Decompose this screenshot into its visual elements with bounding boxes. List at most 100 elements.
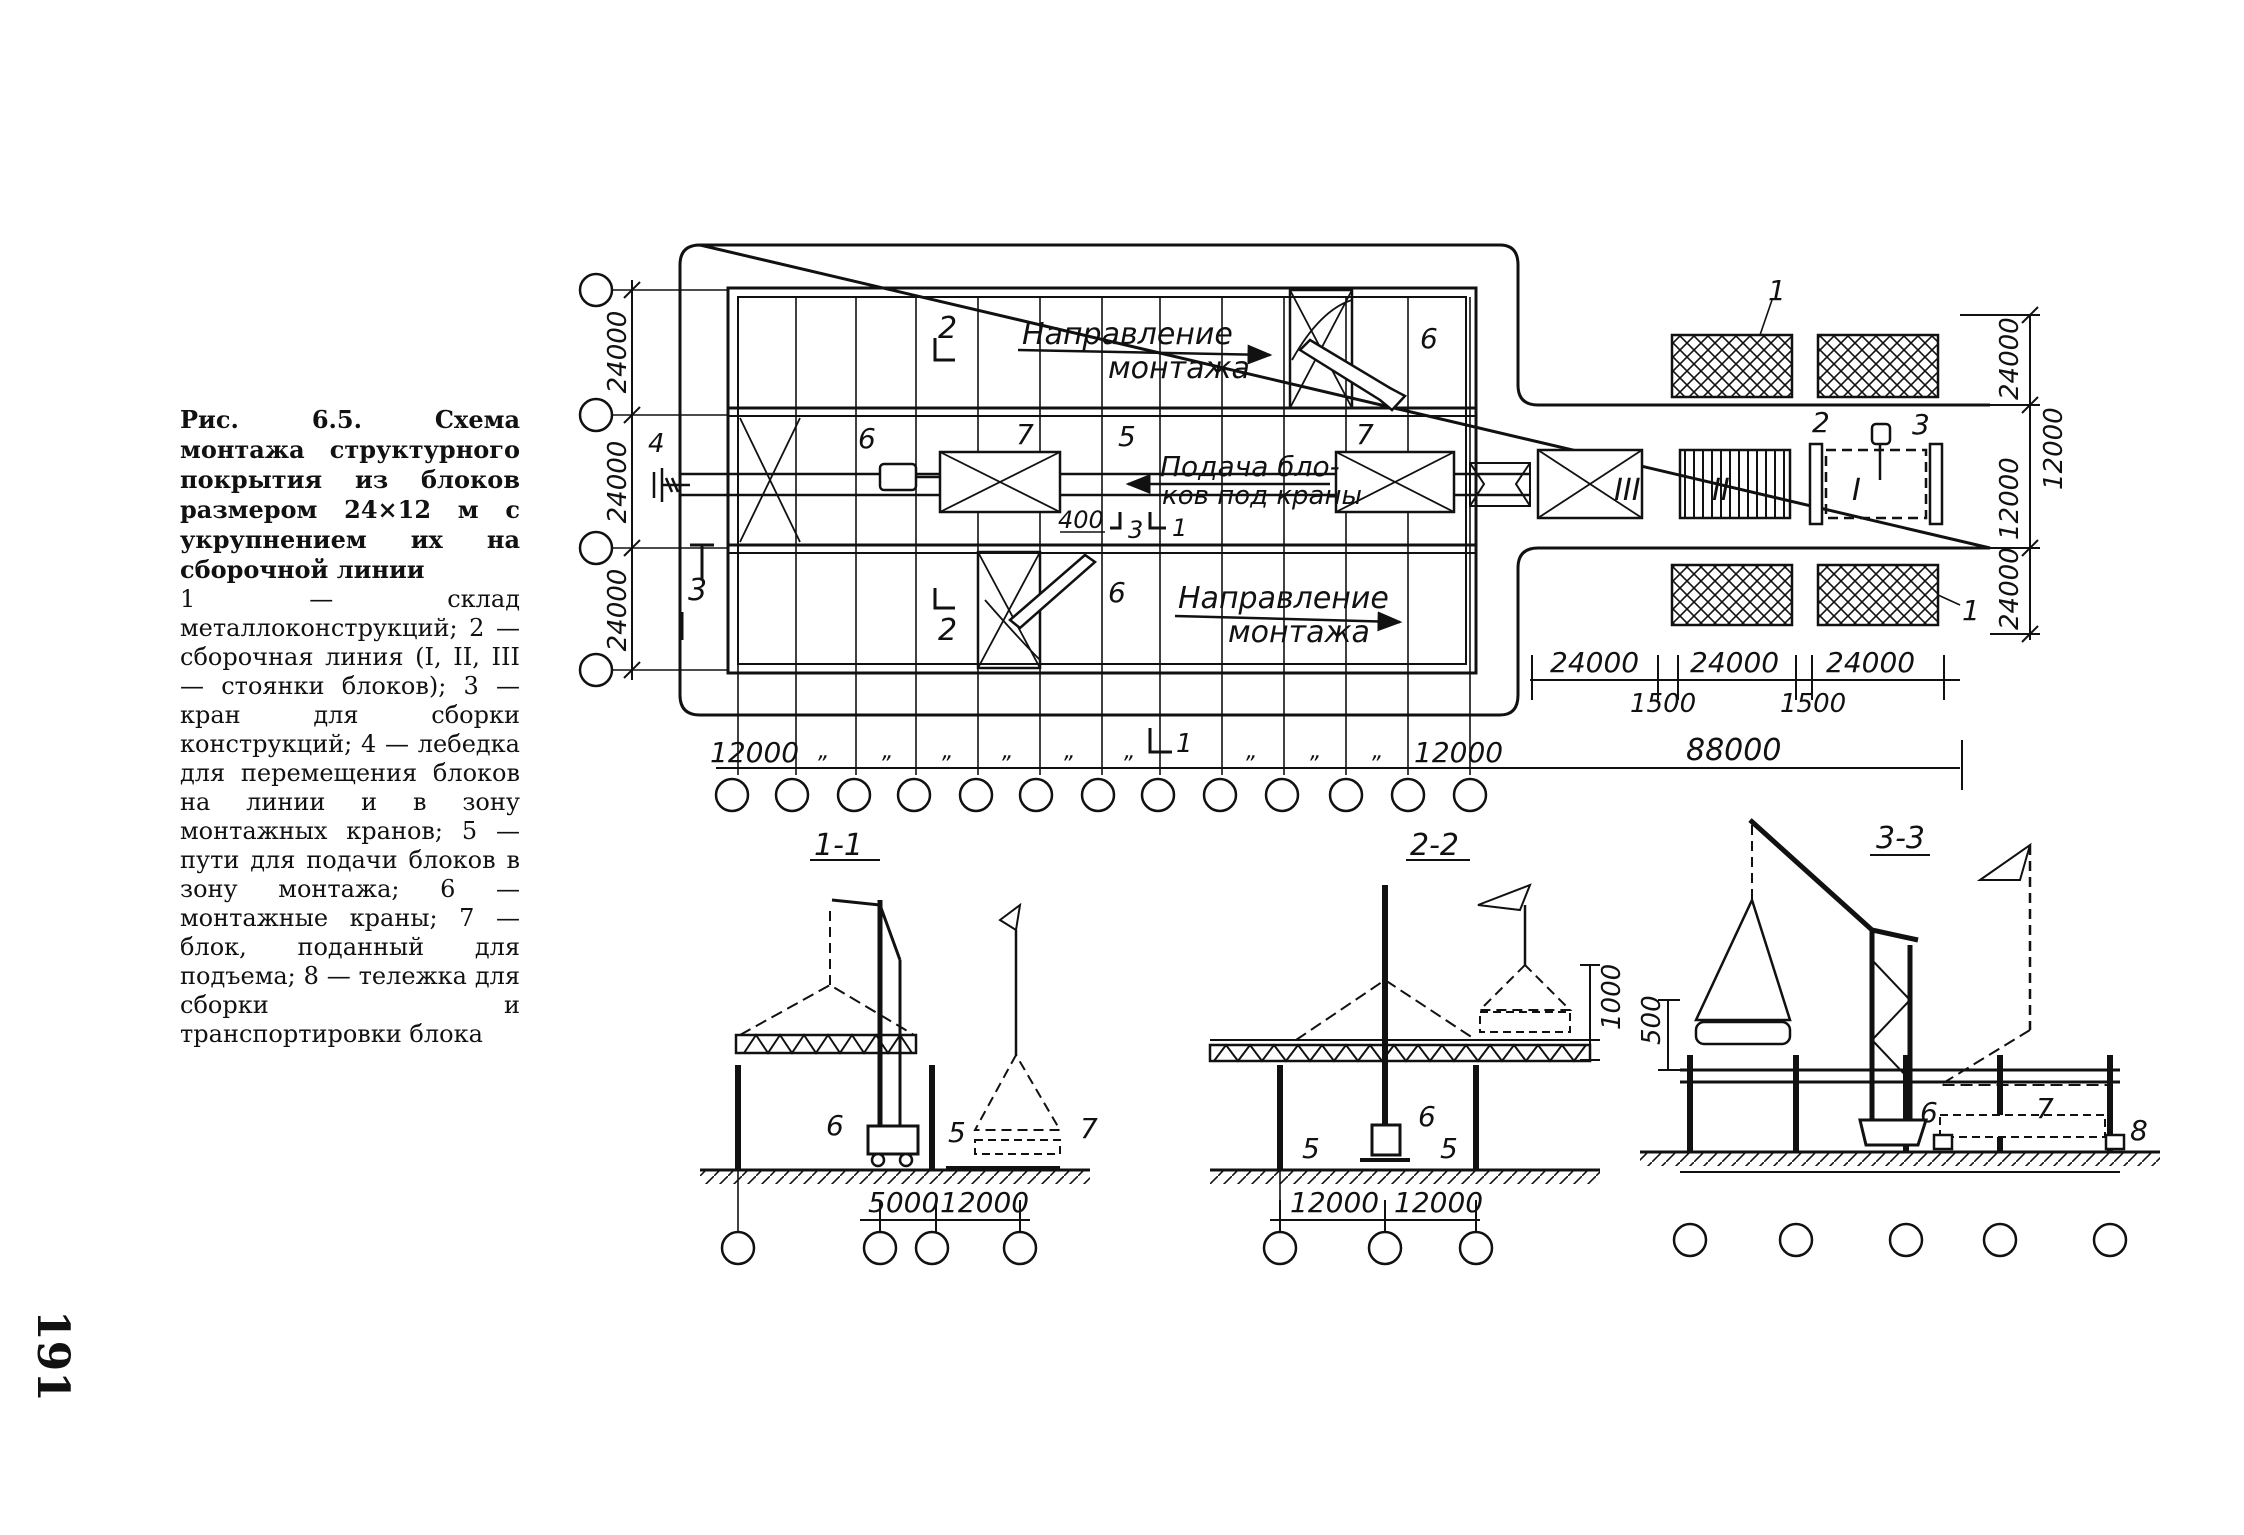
station-II [1678,448,1792,520]
section-3-title: 3-3 [1876,821,1925,856]
dim-bottom-right: 12000 [1414,736,1503,769]
section-mark-3-left [680,543,714,640]
dim-bottom-3: 24000 [1826,646,1915,679]
section-2-label-5-right: 5 [1440,1132,1458,1165]
label-1-top: 1 [1768,274,1786,307]
ditto-7: „ [1246,739,1257,764]
section-3-label-6: 6 [1920,1096,1938,1129]
direction-arrows [1017,344,1403,632]
left-dimensions [623,280,641,680]
dim-bottom-1: 24000 [1550,646,1639,679]
section-2-label-6: 6 [1418,1100,1436,1133]
direction-top-2: монтажа [1108,351,1250,386]
ditto-marks: „ „ „ „ „ „ „ „ „ [818,739,1383,764]
section-3-label-8: 8 [2130,1114,2148,1147]
right-dimensions [1960,306,2040,643]
section-1-dim-2: 12000 [940,1186,1029,1219]
dim-gap-2: 1500 [1780,689,1846,719]
feed-label-1: Подача бло- [1160,450,1340,483]
column-grid [610,289,1471,775]
caption-legend: 1 — склад металлоконструкций; 2 — сбороч… [180,585,520,1048]
assembly-line [1469,442,1944,526]
ditto-4: „ [1002,739,1013,764]
section-2-dim-2: 12000 [1394,1186,1483,1219]
section-2-height: 1000 [1597,964,1627,1030]
label-7-right: 7 [1356,418,1374,451]
section-3-height: 500 [1637,995,1667,1045]
dim-left-2: 24000 [603,441,633,524]
dim-right-2: 12000 [2039,407,2069,490]
ditto-1: „ [818,739,829,764]
dim-offset-400: 400 [1058,506,1104,534]
section-label-1-bottom: 1 [1176,729,1193,759]
caption-title: Рис. 6.5. Схема монтажа структурного пок… [180,405,520,584]
dim-gap-1: 1500 [1630,689,1696,719]
dim-left-3: 24000 [603,569,633,652]
label-4: 4 [648,429,665,459]
ditto-3: „ [942,739,953,764]
label-5: 5 [1118,420,1136,453]
dim-right-1: 24000 [1995,317,2025,400]
label-6-mid: 6 [858,422,876,455]
ditto-5: „ [1064,739,1075,764]
station-I [1824,448,1928,520]
direction-top-1: Направление [1022,317,1233,352]
ditto-9: „ [1372,739,1383,764]
section-marks [933,338,1172,754]
label-3: 3 [1912,408,1930,441]
section-3-3 [1640,818,2160,1173]
section-2-dim-1: 12000 [1290,1186,1379,1219]
feed-label-2: ков под краны [1162,481,1362,511]
section-2-dimensions [1270,1200,1480,1235]
station-label-III: III [1614,473,1641,508]
section-label-3-mid: 3 [1128,516,1143,544]
assembly-crane-icon [1870,422,1892,480]
crane-booms [878,338,1408,630]
label-6-top: 6 [1420,322,1438,355]
section-1-dim-1: 5000 [868,1186,939,1219]
ditto-6: „ [1124,739,1135,764]
dim-total: 88000 [1686,733,1781,768]
ditto-2: „ [882,739,893,764]
direction-bottom-1: Направление [1178,581,1389,616]
winch [652,468,690,502]
plan-outline [678,243,1991,717]
section-2-title: 2-2 [1410,828,1459,863]
section-3-label-7: 7 [2036,1092,2054,1125]
label-7-left: 7 [1016,418,1034,451]
direction-bottom-2: монтажа [1228,615,1370,650]
section-1-label-7: 7 [1080,1112,1098,1145]
section-label-3-left: 3 [688,573,707,608]
section-1-dimensions [860,1200,1030,1235]
section-label-1-mid: 1 [1172,514,1187,542]
dim-right-4: 24000 [1995,547,2025,630]
section-2-axis-markers [1262,1230,1494,1266]
section-3-axis-markers [1672,1222,2128,1258]
section-label-2-top: 2 [938,311,957,346]
blocks-on-line [938,450,1456,514]
dim-bottom-left: 12000 [710,736,799,769]
label-1-bottom: 1 [1962,594,1980,627]
label-6-bottom: 6 [1108,576,1126,609]
section-1-1 [700,859,1090,1235]
section-1-label-6: 6 [826,1109,844,1142]
section-1-title: 1-1 [814,828,863,863]
section-2-label-5-left: 5 [1302,1132,1320,1165]
ditto-8: „ [1310,739,1321,764]
figure-caption: Рис. 6.5. Схема монтажа структурного пок… [180,405,520,1049]
section-2-2 [1208,859,1600,1235]
bottom-right-dimensions [1470,655,1963,790]
station-label-I: I [1852,473,1861,508]
label-2: 2 [1812,406,1830,439]
dim-right-3: 12000 [1995,457,2025,540]
section-1-axis-markers [720,1230,1038,1266]
column-axis-markers [714,777,1488,813]
section-label-2-bottom: 2 [938,613,957,648]
section-1-label-5: 5 [948,1116,966,1149]
station-label-II: II [1712,473,1730,508]
row-axis-markers [578,272,614,688]
dim-bottom-2: 24000 [1690,646,1779,679]
dim-left-1: 24000 [603,311,633,394]
metal-storage [1670,333,1940,627]
